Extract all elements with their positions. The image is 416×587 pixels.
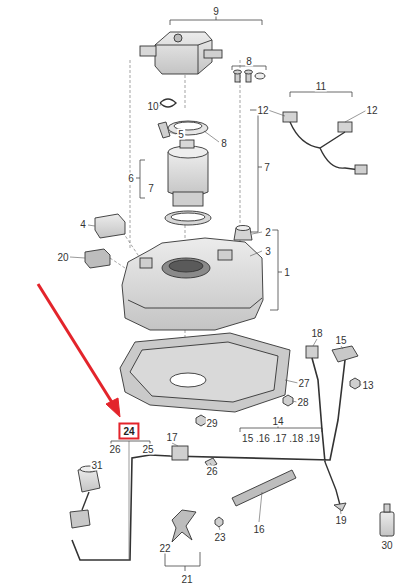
callout-number: 12 [256,105,269,116]
callout-number: 7 [147,183,155,194]
highlighted-callout-number: 24 [118,423,139,440]
callout-number: 8 [220,138,228,149]
callout-number: 28 [296,397,309,408]
callout-number: 22 [158,543,171,554]
callout-number: 14 [271,416,284,427]
callout-number: 13 [361,380,374,391]
callout-number: 25 [141,444,154,455]
callout-number: 29 [205,418,218,429]
callout-number: 23 [213,532,226,543]
callout-number: 15 [334,335,347,346]
callout-number: 10 [146,101,159,112]
callout-number: 27 [297,378,310,389]
callout-number: 18 [310,328,323,339]
callout-number: 26 [205,466,218,477]
callout-number: 20 [56,252,69,263]
callout-number: 6 [127,173,135,184]
callout-number: 21 [180,574,193,585]
callout-number: 4 [79,219,87,230]
callout-number: 26 [108,444,121,455]
callout-number: 19 [334,515,347,526]
callout-number: 31 [90,460,103,471]
callout-number: 16 [252,524,265,535]
callout-number: 9 [212,6,220,17]
callout-number: 5 [177,129,185,140]
callout-number: 7 [263,162,271,173]
callout-number: 2 [264,227,272,238]
callout-number: 30 [380,540,393,551]
callout-number: 3 [264,246,272,257]
callout-number: 1 [283,267,291,278]
callout-number: 12 [365,105,378,116]
callout-number: 8 [245,56,253,67]
callout-number: 11 [315,81,327,92]
callout-number: 15 .16 .17 .18 .19 [241,433,321,444]
callout-number: 17 [165,432,178,443]
